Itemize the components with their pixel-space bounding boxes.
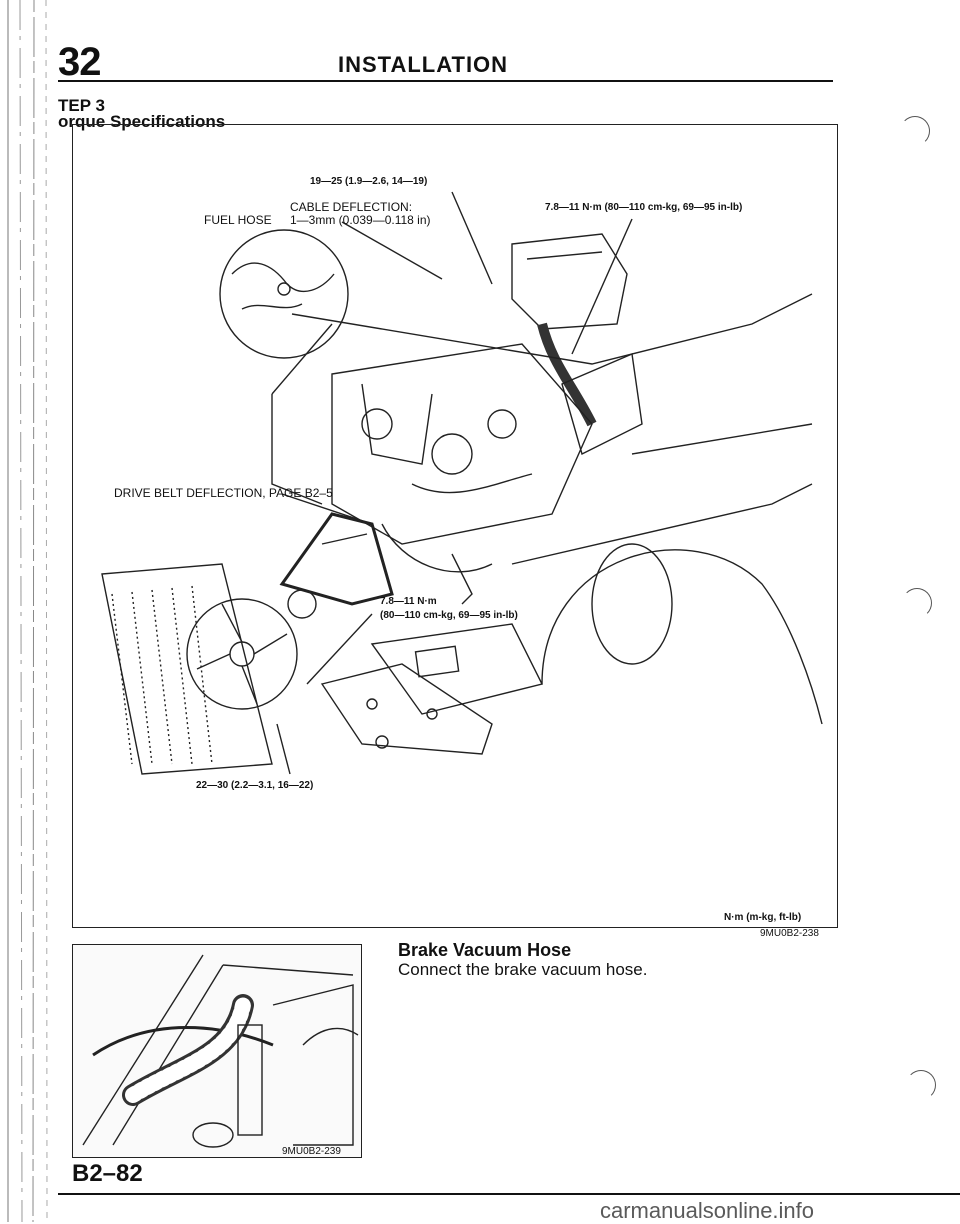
air-cleaner [511,233,628,330]
footer-rule [58,1193,960,1195]
engine-bay-diagram [101,191,823,775]
torque-label-fan-line1: 7.8—11 N·m [380,596,437,607]
page-number: B2–82 [72,1160,143,1187]
section-code: 32 [58,40,101,84]
torque-label-fan-line2: (80—110 cm-kg, 69—95 in-lb) [380,610,518,621]
header-rule [58,80,833,82]
step-label: TEP 3 [58,96,105,115]
cooling-fan [186,598,298,710]
procedure-body: Connect the brake vacuum hose. [398,960,648,979]
engine-block [331,343,593,545]
brake-vacuum-hose-illustration [82,954,359,1148]
torque-label-top: 19—25 (1.9—2.6, 14—19) [310,176,428,187]
fuel-hose-detail-circle [219,229,349,359]
torque-label-radiator: 22—30 (2.2—3.1, 16—22) [196,780,314,791]
scan-binding-edge [7,0,48,1222]
section-subtitle: orque Specifications [58,112,226,131]
margin-scan-mark [906,1070,936,1100]
upper-splash-shield [370,623,544,715]
fuel-hose-label: FUEL HOSE [204,213,272,227]
drive-belt [279,512,394,606]
drive-belt-label: DRIVE BELT DEFLECTION, PAGE B2–5 [114,486,333,500]
chapter-title: INSTALLATION [338,52,509,77]
diagram-frame [72,124,838,928]
lower-splash-shield [320,663,493,755]
cable-deflection-value: 1—3mm (0.039—0.118 in) [290,213,431,227]
wheel-arch [541,549,823,725]
cable-deflection-label: CABLE DEFLECTION: [290,200,413,214]
photo-figure-code: 9MU0B2-239 [282,1146,341,1157]
margin-scan-mark [900,116,930,146]
units-legend: N·m (m-kg, ft-lb) [724,912,802,923]
margin-scan-mark [902,588,932,618]
torque-label-air-cleaner: 7.8—11 N·m (80—110 cm-kg, 69—95 in-lb) [545,202,743,213]
diagram-figure-code: 9MU0B2-238 [760,928,819,939]
brake-vacuum-hose-photo [72,944,362,1158]
procedure-title: Brake Vacuum Hose [398,940,572,960]
intake-duct [537,322,597,427]
vehicle-body [291,293,813,365]
radiator [101,563,273,775]
watermark: carmanualsonline.info [600,1198,815,1223]
